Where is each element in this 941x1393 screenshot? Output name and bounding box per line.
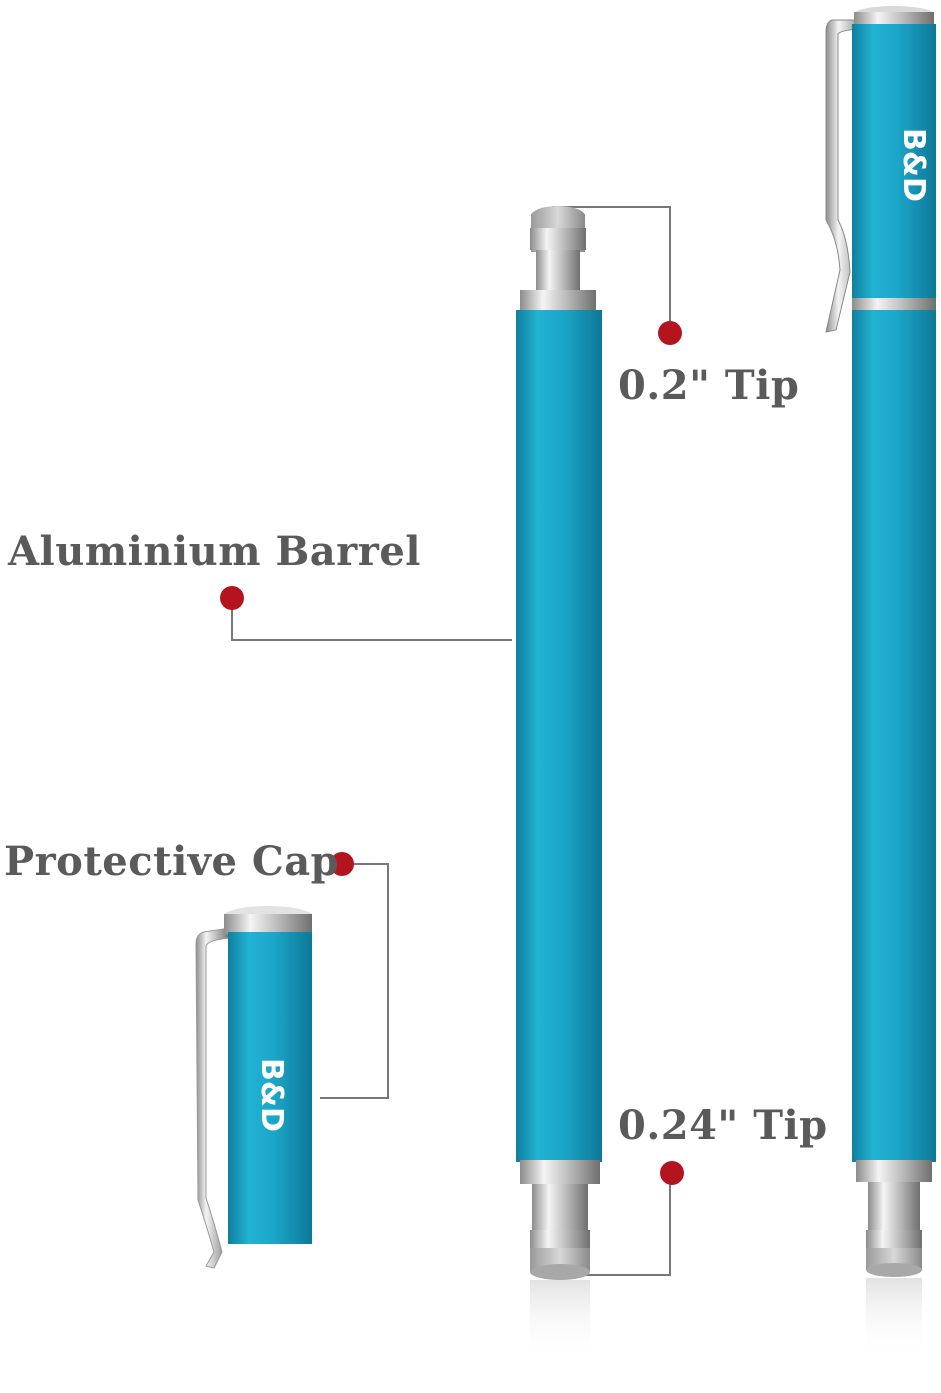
marker-dot-cap	[330, 852, 354, 876]
cap-clip-right	[825, 19, 869, 333]
leader-lines	[231, 206, 671, 1276]
leader-line-tip-small	[552, 206, 671, 330]
label-protective-cap: Protective Cap	[4, 838, 340, 885]
marker-dot-tip-small	[658, 321, 682, 345]
label-tip-small: 0.2" Tip	[618, 362, 800, 409]
leader-line-barrel	[231, 600, 512, 641]
leader-line-tip-large	[552, 1176, 671, 1276]
marker-dot-barrel	[220, 586, 244, 610]
stylus-capped: B&D	[825, 6, 936, 1358]
aluminium-barrel	[516, 310, 602, 1162]
cap-clip-left	[195, 927, 231, 1269]
leader-line-cap	[320, 863, 389, 1099]
mesh-tip-large	[530, 1264, 590, 1280]
brand-logo-cap: B&D	[254, 1058, 289, 1132]
marker-dots	[220, 321, 684, 1185]
protective-cap: B&D	[195, 906, 312, 1269]
marker-dot-tip-large	[660, 1161, 684, 1185]
label-tip-large: 0.24" Tip	[618, 1102, 828, 1149]
brand-logo-right: B&D	[896, 128, 931, 202]
stylus-uncapped	[516, 206, 602, 1360]
label-aluminium-barrel: Aluminium Barrel	[8, 528, 421, 575]
